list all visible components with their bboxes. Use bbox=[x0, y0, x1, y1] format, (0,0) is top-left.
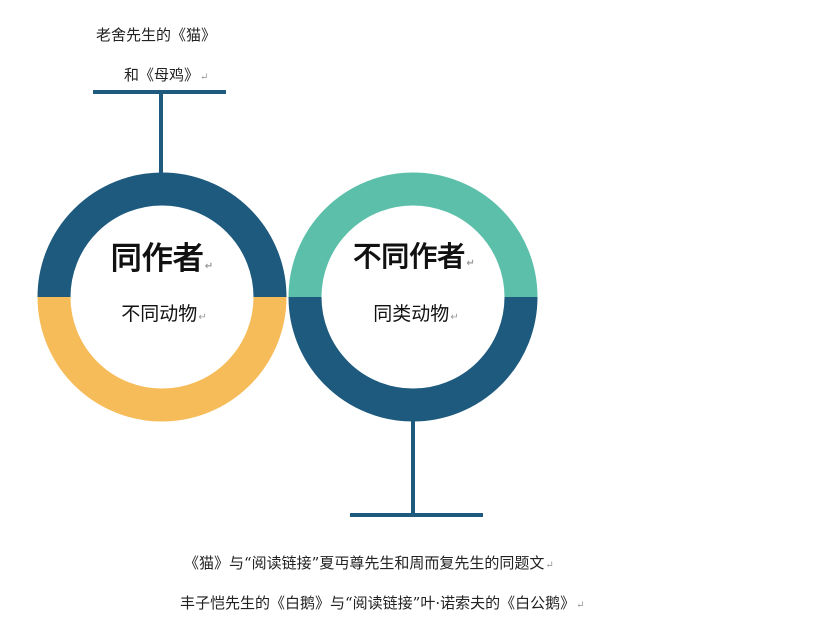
paragraph-mark-icon: ↵ bbox=[204, 261, 214, 272]
right-ring-bottom bbox=[288, 296, 538, 422]
right-circle-subtitle-text: 同类动物 bbox=[373, 303, 450, 325]
paragraph-mark-icon: ↵ bbox=[466, 258, 475, 269]
left-ring-top bbox=[37, 172, 287, 298]
right-ring-top bbox=[288, 172, 538, 298]
top-label-line2-text: 和《母鸡》 bbox=[124, 66, 200, 84]
top-label-line2: 和《母鸡》↵ bbox=[124, 64, 208, 85]
paragraph-mark-icon: ↵ bbox=[200, 72, 209, 83]
paragraph-mark-icon: ↵ bbox=[450, 312, 459, 323]
left-circle-title-text: 同作者 bbox=[110, 241, 204, 277]
left-circle-subtitle-text: 不同动物 bbox=[121, 303, 198, 325]
bottom-label-line2: 丰子恺先生的《白鹅》与“阅读链接”叶·诺索夫的《白公鹅》↵ bbox=[180, 592, 585, 613]
right-circle-title-text: 不同作者 bbox=[353, 240, 466, 273]
bottom-label-line1: 《猫》与“阅读链接”夏丏尊先生和周而复先生的同题文↵ bbox=[184, 552, 554, 573]
paragraph-mark-icon: ↵ bbox=[576, 600, 585, 611]
left-circle-title: 同作者↵ bbox=[111, 233, 213, 278]
left-ring-bottom bbox=[37, 296, 287, 422]
left-circle-subtitle: 不同动物↵ bbox=[121, 299, 206, 326]
right-circle-title: 不同作者↵ bbox=[353, 235, 474, 275]
top-label-line1: 老舍先生的《猫》 bbox=[96, 26, 217, 44]
paragraph-mark-icon: ↵ bbox=[545, 560, 554, 571]
bottom-label-line2-text: 丰子恺先生的《白鹅》与“阅读链接”叶·诺索夫的《白公鹅》 bbox=[180, 594, 576, 612]
right-circle-subtitle: 同类动物↵ bbox=[373, 299, 458, 326]
bottom-label-line1-text: 《猫》与“阅读链接”夏丏尊先生和周而复先生的同题文 bbox=[184, 554, 545, 572]
paragraph-mark-icon: ↵ bbox=[198, 312, 207, 323]
